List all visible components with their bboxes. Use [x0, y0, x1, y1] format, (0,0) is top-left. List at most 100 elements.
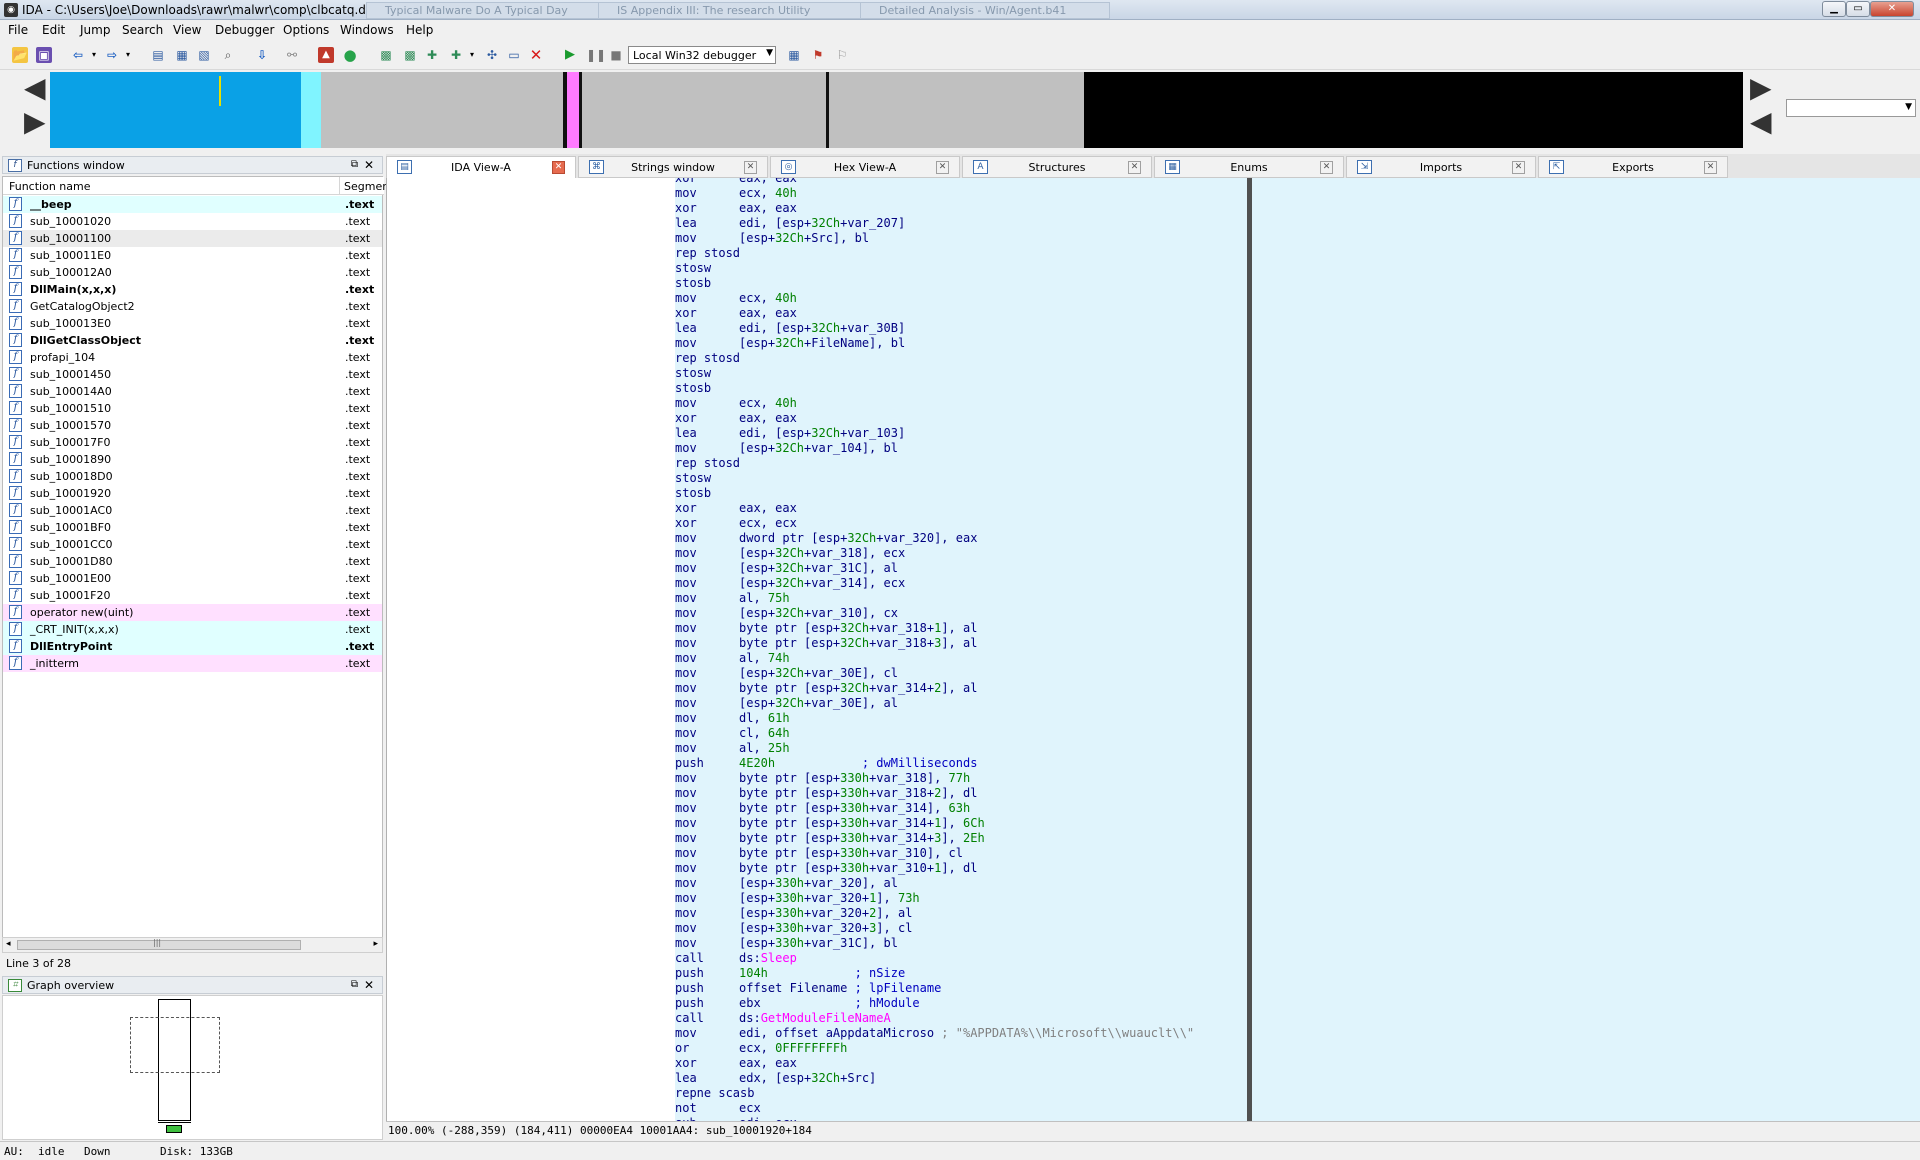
debugger-select[interactable]: Local Win32 debugger▼ — [628, 46, 776, 64]
column-divider[interactable] — [339, 177, 340, 195]
scroll-left-icon[interactable]: ◂ — [6, 939, 11, 949]
nav-left-arrow-icon[interactable]: ◀ — [1750, 105, 1772, 138]
background-tab[interactable]: Detailed Analysis - Win/Agent.b41 — [860, 2, 1110, 19]
menu-edit[interactable]: Edit — [42, 23, 66, 37]
tab-ida-view-a[interactable]: ▤IDA View-A✕ — [386, 156, 576, 179]
tab-exports[interactable]: ⇱Exports✕ — [1538, 156, 1728, 178]
forward-arrow-icon[interactable]: ⇨ — [106, 48, 118, 62]
play-icon[interactable]: ▶ — [565, 47, 575, 62]
close-tab-icon[interactable]: ✕ — [1128, 161, 1141, 174]
pause-icon[interactable]: ❚❚ — [586, 48, 607, 62]
pane-splitter[interactable] — [1247, 178, 1252, 1121]
detach-icon[interactable]: ⚐ — [836, 48, 848, 62]
minimize-button[interactable]: ▁ — [1822, 1, 1846, 17]
jump-down-icon[interactable]: ⇩ — [256, 48, 268, 62]
forward-dropdown-icon[interactable]: ▾ — [125, 50, 130, 59]
window-icon[interactable]: ▭ — [508, 48, 520, 62]
graph-viewport[interactable] — [130, 1017, 220, 1073]
close-icon[interactable]: ✕ — [363, 978, 374, 992]
delete-icon[interactable]: ✕ — [529, 46, 543, 64]
nav-right-arrow-icon[interactable]: ▶ — [24, 105, 46, 138]
close-tab-icon[interactable]: ✕ — [1704, 161, 1717, 174]
navigation-strip[interactable] — [50, 72, 1743, 148]
nav-right-arrow-icon[interactable]: ▶ — [1750, 71, 1772, 104]
function-row[interactable]: f_CRT_INIT(x,x,x).text — [3, 621, 382, 638]
close-tab-icon[interactable]: ✕ — [936, 161, 949, 174]
tab-strings-window[interactable]: ⌘Strings window✕ — [578, 156, 768, 178]
attach-icon[interactable]: ⚑ — [812, 48, 824, 62]
menu-debugger[interactable]: Debugger — [215, 23, 275, 37]
menu-file[interactable]: File — [8, 23, 29, 37]
graph-overview[interactable] — [2, 995, 383, 1140]
menu-options[interactable]: Options — [283, 23, 330, 37]
function-row[interactable]: f__beep.text — [3, 196, 382, 213]
tab-enums[interactable]: ▦Enums✕ — [1154, 156, 1344, 178]
close-tab-icon[interactable]: ✕ — [744, 161, 757, 174]
save-icon[interactable]: ▣ — [36, 47, 52, 63]
menu-view[interactable]: View — [173, 23, 202, 37]
horizontal-scrollbar[interactable]: ◂ ||| ▸ — [2, 937, 383, 953]
menu-search[interactable]: Search — [122, 23, 164, 37]
nav-left-arrow-icon[interactable]: ◀ — [24, 71, 46, 104]
maximize-button[interactable]: ▭ — [1846, 1, 1870, 17]
add-icon[interactable]: ▩ — [404, 48, 416, 62]
background-tab[interactable]: IS Appendix III: The research Utility — [598, 2, 870, 19]
column-header-segment[interactable]: Segmer — [344, 180, 387, 193]
menu-jump[interactable]: Jump — [80, 23, 111, 37]
column-header-name[interactable]: Function name — [9, 180, 91, 193]
navigate-icon[interactable]: ▧ — [198, 48, 210, 62]
close-tab-icon[interactable]: ✕ — [552, 161, 565, 174]
menu-windows[interactable]: Windows — [340, 23, 394, 37]
scrollbar-thumb[interactable] — [17, 940, 301, 950]
close-button[interactable]: ✕ — [1870, 1, 1914, 17]
puzzle-icon[interactable]: ✣ — [486, 48, 498, 62]
tab-hex-view-a[interactable]: ◎Hex View-A✕ — [770, 156, 960, 178]
float-icon[interactable]: ⧉ — [350, 979, 358, 990]
menu-help[interactable]: Help — [406, 23, 434, 37]
green-circle-icon[interactable]: ● — [343, 46, 357, 64]
search-binary-icon[interactable]: ⌕ — [224, 48, 232, 62]
function-icon[interactable]: ▲ — [318, 47, 334, 63]
scroll-right-icon[interactable]: ▸ — [373, 939, 378, 949]
navigate-icon[interactable]: ▦ — [176, 48, 188, 62]
process-icon[interactable]: ▦ — [788, 48, 800, 62]
back-dropdown-icon[interactable]: ▾ — [91, 50, 96, 59]
tab-imports[interactable]: ⇲Imports✕ — [1346, 156, 1536, 178]
add-icon[interactable]: ✚ — [450, 48, 462, 62]
float-icon[interactable]: ⧉ — [350, 159, 358, 170]
add-icon[interactable]: ✚ — [426, 48, 438, 62]
nav-select[interactable]: ▼ — [1786, 99, 1916, 117]
add-icon[interactable]: ▩ — [380, 48, 392, 62]
close-icon[interactable]: ✕ — [363, 158, 374, 172]
graph-icon[interactable]: ⚯ — [286, 48, 298, 62]
stop-icon[interactable]: ■ — [610, 48, 622, 62]
